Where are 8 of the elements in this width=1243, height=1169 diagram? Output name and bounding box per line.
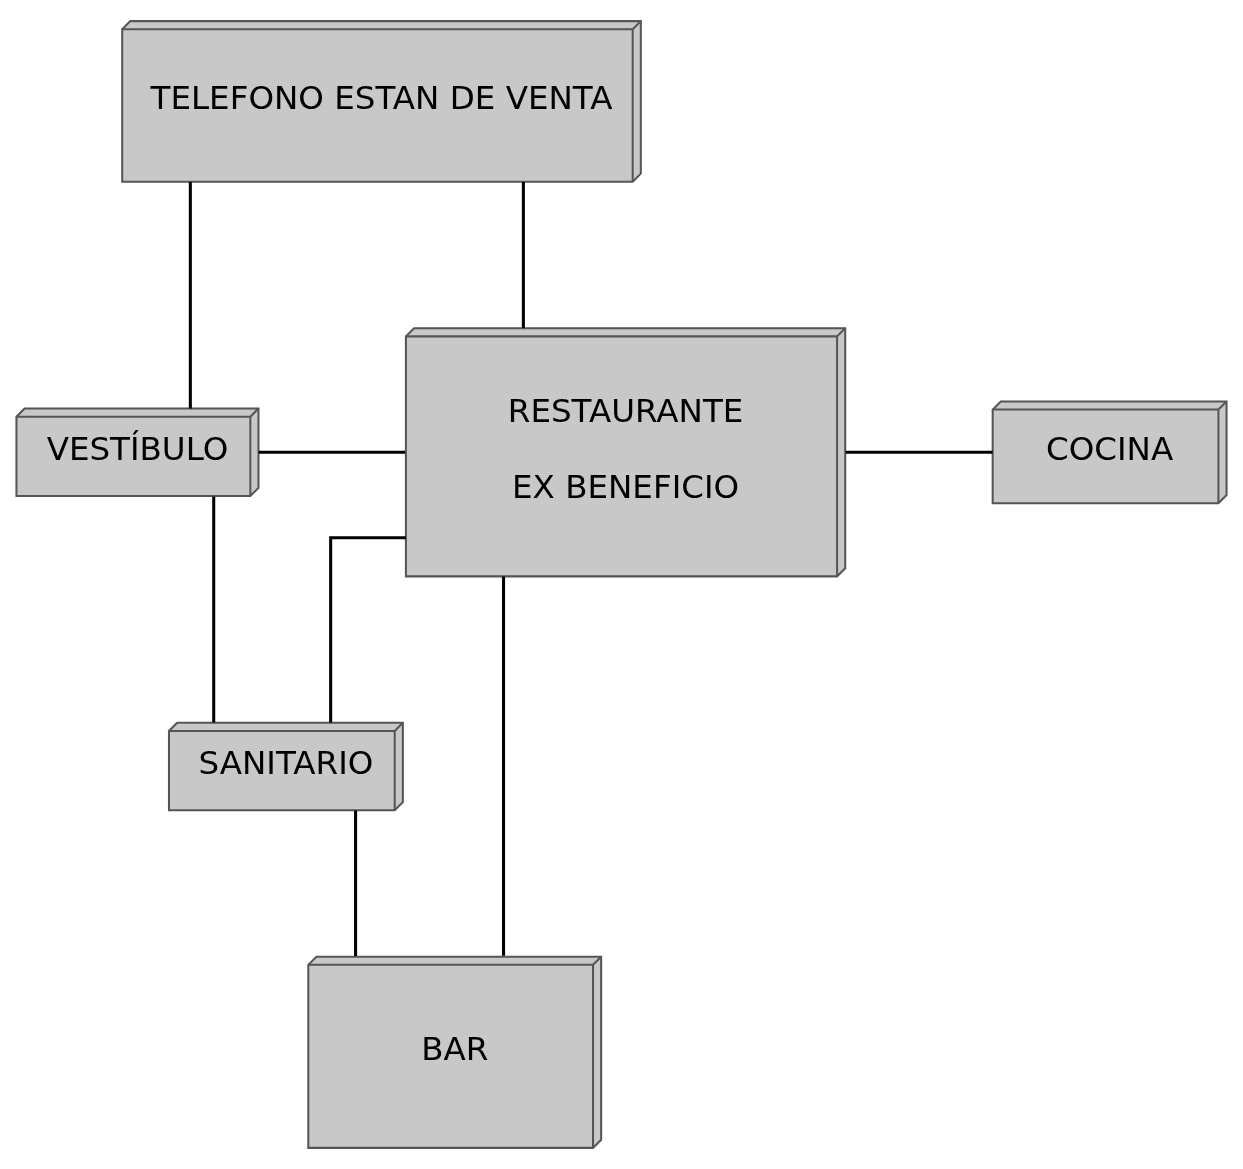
connector xyxy=(521,181,525,329)
connector xyxy=(354,810,358,957)
connector xyxy=(258,450,405,454)
connector xyxy=(502,576,506,956)
connector xyxy=(212,496,216,723)
connector xyxy=(845,450,993,454)
connector xyxy=(188,181,192,409)
connector xyxy=(329,536,406,723)
